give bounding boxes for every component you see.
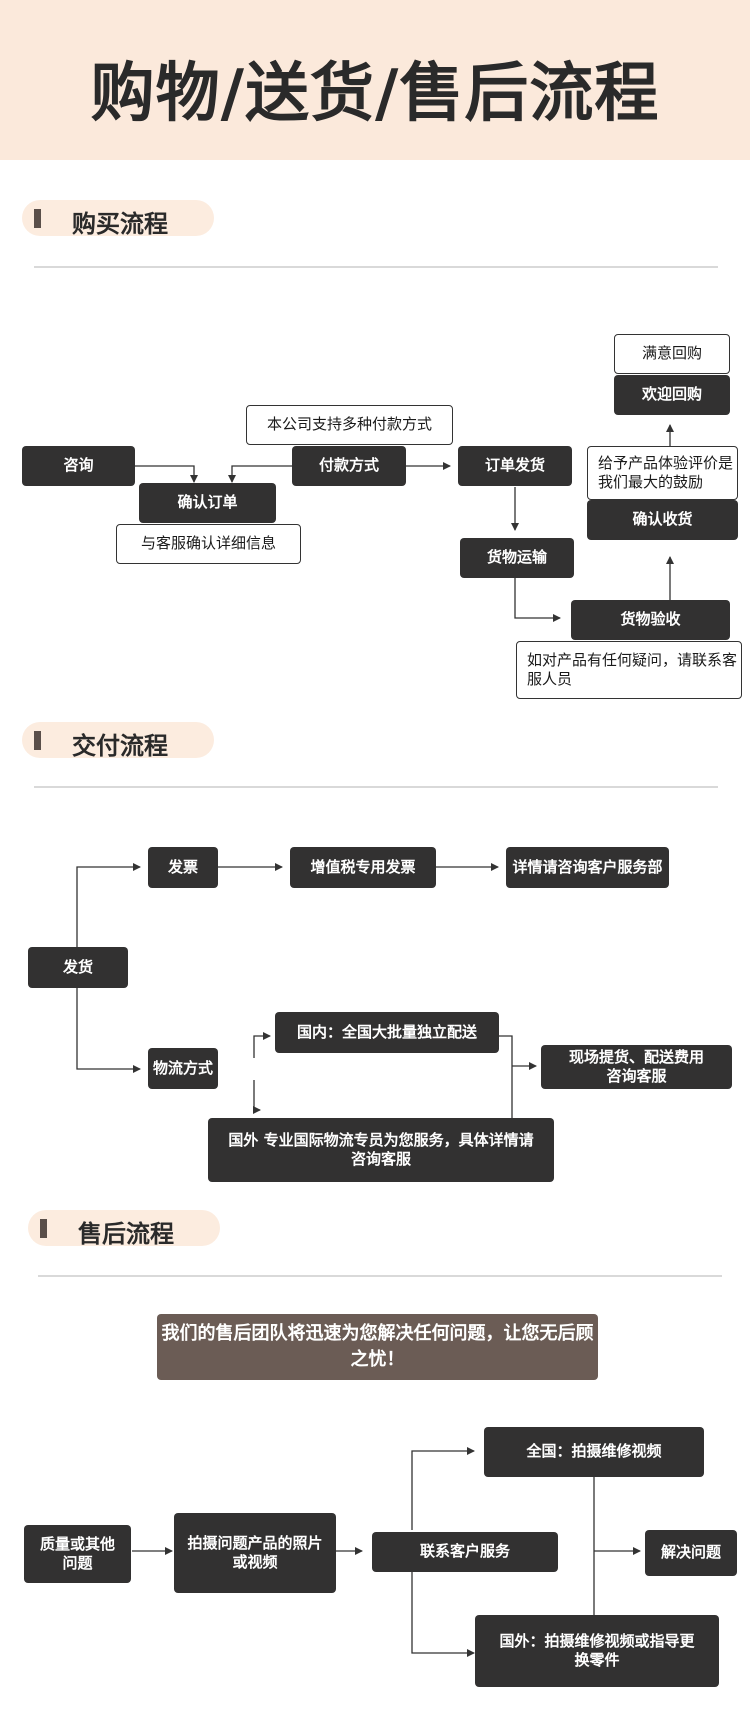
aftersales-banner: 我们的售后团队将迅速为您解决任何问题，让您无后顾之忧！	[157, 1314, 598, 1380]
step-payment-method: 付款方式	[292, 446, 406, 486]
header-banner	[0, 0, 750, 160]
section-header-delivery: 交付流程	[22, 722, 214, 760]
step-consult: 咨询	[22, 446, 135, 486]
step-contact-service: 联系客户服务	[372, 1532, 558, 1572]
step-onsite-pickup: 现场提货、配送费用咨询客服	[541, 1045, 732, 1089]
step-welcome-back: 欢迎回购	[614, 375, 730, 415]
step-inspect: 货物验收	[571, 600, 730, 640]
note-satisfied: 满意回购	[614, 334, 730, 374]
divider	[34, 786, 718, 788]
step-overseas-logistics: 国外 专业国际物流专员为您服务，具体详情请咨询客服	[208, 1118, 554, 1182]
step-logistics: 物流方式	[148, 1048, 218, 1089]
step-transport: 货物运输	[460, 538, 574, 578]
note-review: 给予产品体验评价是我们最大的鼓励	[587, 446, 738, 500]
divider	[38, 1275, 722, 1277]
divider	[34, 266, 718, 268]
section-title-aftersales: 售后流程	[78, 1220, 174, 1248]
step-photo-video: 拍摄问题产品的照片或视频	[174, 1513, 336, 1593]
step-overseas-video: 国外：拍摄维修视频或指导更换零件	[475, 1615, 719, 1687]
page-title: 购物/送货/售后流程	[90, 57, 660, 131]
step-resolve: 解决问题	[645, 1530, 737, 1576]
section-title-purchase: 购买流程	[72, 210, 168, 238]
note-inspect: 如对产品有任何疑问，请联系客服人员	[516, 641, 742, 699]
section-marker	[40, 1219, 47, 1238]
section-title-delivery: 交付流程	[72, 732, 168, 760]
section-marker	[34, 209, 41, 228]
section-header-aftersales: 售后流程	[28, 1210, 220, 1248]
step-confirm-receipt: 确认收货	[587, 500, 738, 540]
note-payment: 本公司支持多种付款方式	[246, 405, 453, 445]
note-confirm-details: 与客服确认详细信息	[116, 524, 301, 564]
section-marker	[34, 731, 41, 750]
step-invoice: 发票	[148, 847, 218, 888]
step-order-ship: 订单发货	[458, 446, 572, 486]
step-confirm-order: 确认订单	[139, 483, 276, 523]
step-quality-issue: 质量或其他问题	[24, 1525, 131, 1583]
step-domestic-delivery: 国内：全国大批量独立配送	[275, 1012, 499, 1053]
step-domestic-video: 全国：拍摄维修视频	[484, 1427, 704, 1477]
step-invoice-detail: 详情请咨询客户服务部	[506, 847, 669, 888]
step-vat-invoice: 增值税专用发票	[290, 847, 436, 888]
step-ship: 发货	[28, 947, 128, 988]
section-header-purchase: 购买流程	[22, 200, 214, 238]
